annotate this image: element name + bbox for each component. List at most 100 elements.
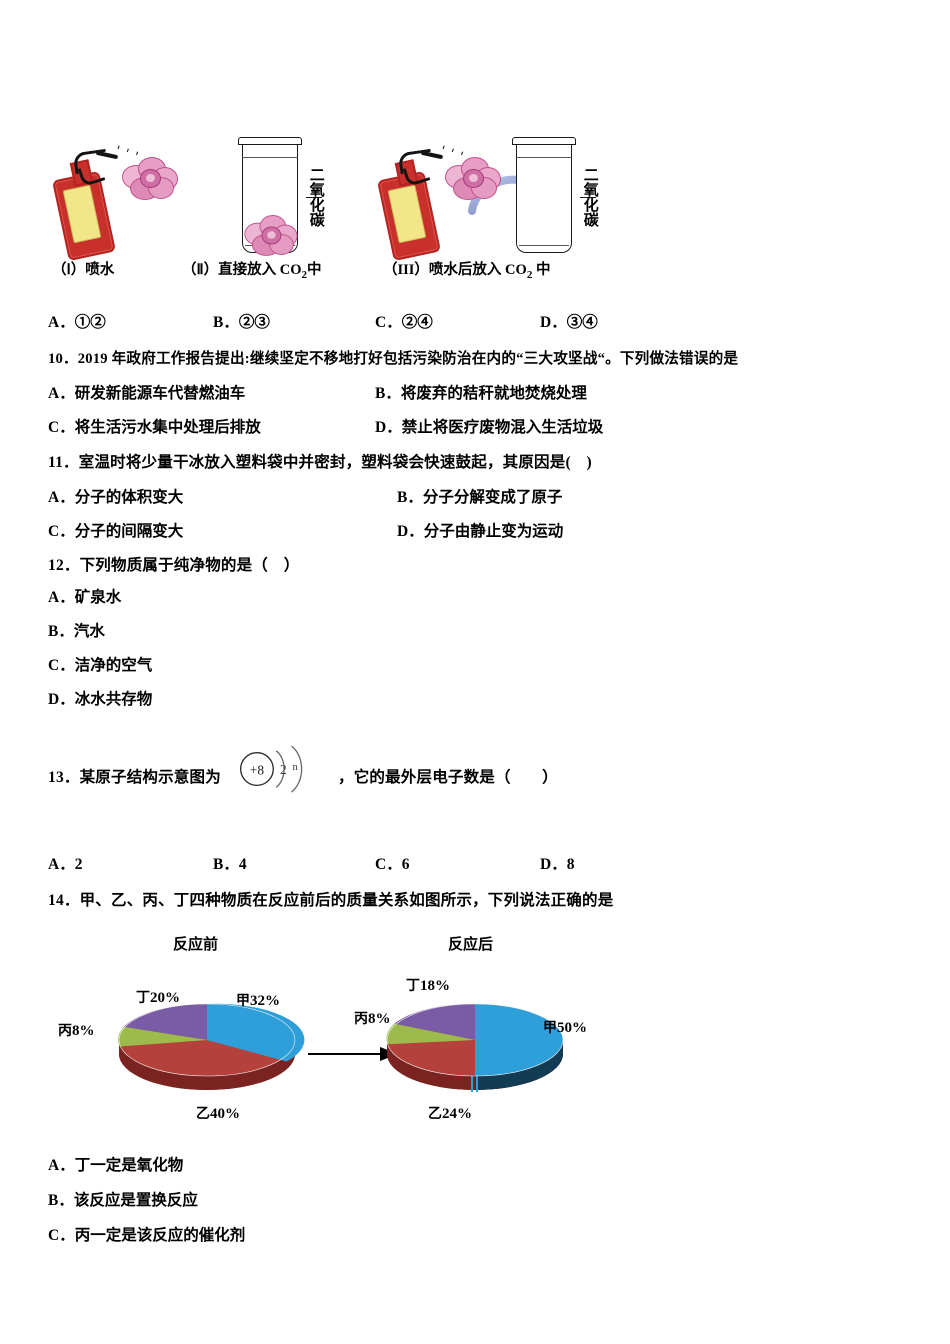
- pie1-label-yi: 乙40%: [196, 1106, 240, 1122]
- q14-option-a[interactable]: A．丁一定是氧化物: [48, 1153, 183, 1175]
- q9-option-d[interactable]: D．③④: [540, 310, 598, 332]
- q9-option-b[interactable]: B．②③: [213, 310, 270, 332]
- pie2-label-bing: 丙8%: [354, 1011, 391, 1027]
- q14-option-a-text: 丁一定是氧化物: [74, 1157, 184, 1174]
- q14-option-c[interactable]: C．丙一定是该反应的催化剂: [48, 1223, 245, 1245]
- q14-stem: 14．甲、乙、丙、丁四种物质在反应前后的质量关系如图所示，下列说法正确的是: [48, 892, 614, 909]
- figure-caption-2: （Ⅱ）直接放入 CO2中: [182, 262, 322, 281]
- q9-option-a-label: A．: [48, 314, 75, 331]
- q9-option-a[interactable]: A．①②: [48, 310, 106, 332]
- jar-pointer-line: [580, 197, 596, 198]
- q10-stem: 10．2019 年政府工作报告提出:继续坚定不移地打好包括污染防治在内的“三大攻…: [48, 351, 739, 367]
- q14-option-b[interactable]: B．该反应是置换反应: [48, 1188, 198, 1210]
- jar-glass: [516, 145, 572, 253]
- jar-lid: [238, 137, 302, 145]
- svg-text:+8: +8: [250, 762, 265, 777]
- q9-option-c-text: ②④: [401, 314, 433, 331]
- q12-option-d-label: D．: [48, 691, 75, 708]
- q13-option-b-label: B．: [213, 856, 239, 873]
- q10-option-c[interactable]: C．将生活污水集中处理后排放: [48, 415, 261, 437]
- q13-option-d-label: D．: [540, 856, 567, 873]
- q9-option-c-label: C．: [375, 314, 402, 331]
- pie1-label-jia: 甲32%: [236, 993, 280, 1009]
- q13-option-d-text: 8: [566, 856, 575, 873]
- jar-gas-label-2: 二氧化碳: [581, 167, 600, 227]
- pie-title-before: 反应前: [173, 935, 219, 953]
- q9-option-c[interactable]: C．②④: [375, 310, 433, 332]
- pie2-label-yi: 乙24%: [428, 1106, 472, 1122]
- pie-title-after: 反应后: [448, 935, 494, 953]
- q9-option-d-text: ③④: [566, 314, 598, 331]
- q14-option-a-label: A．: [48, 1157, 75, 1174]
- q13-option-b-text: 4: [238, 856, 247, 873]
- rose-flower-3: [443, 155, 501, 201]
- q13-option-b[interactable]: B．4: [213, 852, 247, 874]
- q12-option-c[interactable]: C．洁净的空气: [48, 653, 152, 675]
- q9-option-b-text: ②③: [238, 314, 270, 331]
- q9-option-a-text: ①②: [74, 314, 106, 331]
- q11-option-b[interactable]: B．分子分解变成了原子: [397, 485, 562, 507]
- q11-option-a[interactable]: A．分子的体积变大: [48, 485, 183, 507]
- pie-chart-before: [118, 1003, 305, 1090]
- q11-option-c-text: 分子的间隔变大: [74, 523, 184, 540]
- jar-lid: [512, 137, 576, 145]
- q9-option-b-label: B．: [213, 314, 239, 331]
- q12-option-a-label: A．: [48, 589, 75, 606]
- figure-caption-3: （III）喷水后放入 CO2 中: [383, 262, 551, 281]
- q12-option-d-text: 冰水共存物: [74, 691, 153, 708]
- q13-stem-after: ，它的最外层电子数是（ ）: [338, 769, 558, 786]
- jar-base-line: [519, 245, 569, 246]
- q13-option-a[interactable]: A．2: [48, 852, 82, 874]
- figure-caption-1: （Ⅰ）喷水: [52, 262, 115, 278]
- q11-option-c-label: C．: [48, 523, 75, 540]
- q14-option-c-text: 丙一定是该反应的催化剂: [74, 1227, 246, 1244]
- q12-option-c-label: C．: [48, 657, 75, 674]
- q11-option-b-text: 分子分解变成了原子: [422, 489, 563, 506]
- q11-option-d-label: D．: [397, 523, 424, 540]
- q13-option-a-label: A．: [48, 856, 75, 873]
- atom-structure-diagram: +8 2 n: [239, 745, 303, 793]
- q13-option-c-label: C．: [375, 856, 402, 873]
- q12-option-a-text: 矿泉水: [74, 589, 122, 606]
- q11-stem: 11．室温时将少量干冰放入塑料袋中并密封，塑料袋会快速鼓起，其原因是( ): [48, 454, 592, 471]
- pie-chart-after: [386, 1003, 564, 1092]
- q10-option-c-label: C．: [48, 419, 75, 436]
- q13-option-c[interactable]: C．6: [375, 852, 409, 874]
- pie1-label-ding: 丁20%: [136, 990, 180, 1006]
- q12-option-a[interactable]: A．矿泉水: [48, 585, 121, 607]
- q12-option-b-label: B．: [48, 623, 74, 640]
- pie2-label-ding: 丁18%: [406, 978, 450, 994]
- jar-shoulder-line: [516, 157, 572, 158]
- q12-option-b[interactable]: B．汽水: [48, 619, 105, 641]
- q12-option-d[interactable]: D．冰水共存物: [48, 687, 152, 709]
- q10-option-d[interactable]: D．禁止将医疗废物混入生活垃圾: [375, 415, 603, 437]
- q10-option-b-label: B．: [375, 385, 401, 402]
- q12-stem: 12．下列物质属于纯净物的是（ ）: [48, 557, 300, 574]
- q9-option-d-label: D．: [540, 314, 567, 331]
- q13-option-d[interactable]: D．8: [540, 852, 574, 874]
- svg-text:n: n: [292, 762, 298, 773]
- rose-flower-1: [120, 155, 178, 201]
- q10-option-b[interactable]: B．将废弃的秸秆就地焚烧处理: [375, 381, 587, 403]
- pie2-label-jia: 甲50%: [543, 1020, 587, 1036]
- q11-option-d[interactable]: D．分子由静止变为运动: [397, 519, 563, 541]
- q10-option-a[interactable]: A．研发新能源车代替燃油车: [48, 381, 245, 403]
- q11-option-d-text: 分子由静止变为运动: [423, 523, 564, 540]
- jar-gas-label-1: 二氧化碳: [307, 167, 326, 227]
- q14-option-b-label: B．: [48, 1192, 74, 1209]
- q10-option-c-text: 将生活污水集中处理后排放: [74, 419, 261, 436]
- q12-option-c-text: 洁净的空气: [74, 657, 153, 674]
- q10-option-b-text: 将废弃的秸秆就地焚烧处理: [400, 385, 587, 402]
- jar-pointer-line: [306, 197, 322, 198]
- jar-shoulder-line: [242, 157, 298, 158]
- experiment-figure-group: ' ' ' （Ⅰ）喷水 二氧化碳 （Ⅱ）直接放入 CO2中: [0, 75, 950, 300]
- q14-option-c-label: C．: [48, 1227, 75, 1244]
- q11-option-c[interactable]: C．分子的间隔变大: [48, 519, 183, 541]
- q11-option-b-label: B．: [397, 489, 423, 506]
- gas-jar-2: [508, 137, 596, 255]
- q13-option-a-text: 2: [74, 856, 83, 873]
- q14-option-b-text: 该反应是置换反应: [73, 1192, 198, 1209]
- svg-text:2: 2: [280, 762, 287, 777]
- q11-option-a-text: 分子的体积变大: [74, 489, 184, 506]
